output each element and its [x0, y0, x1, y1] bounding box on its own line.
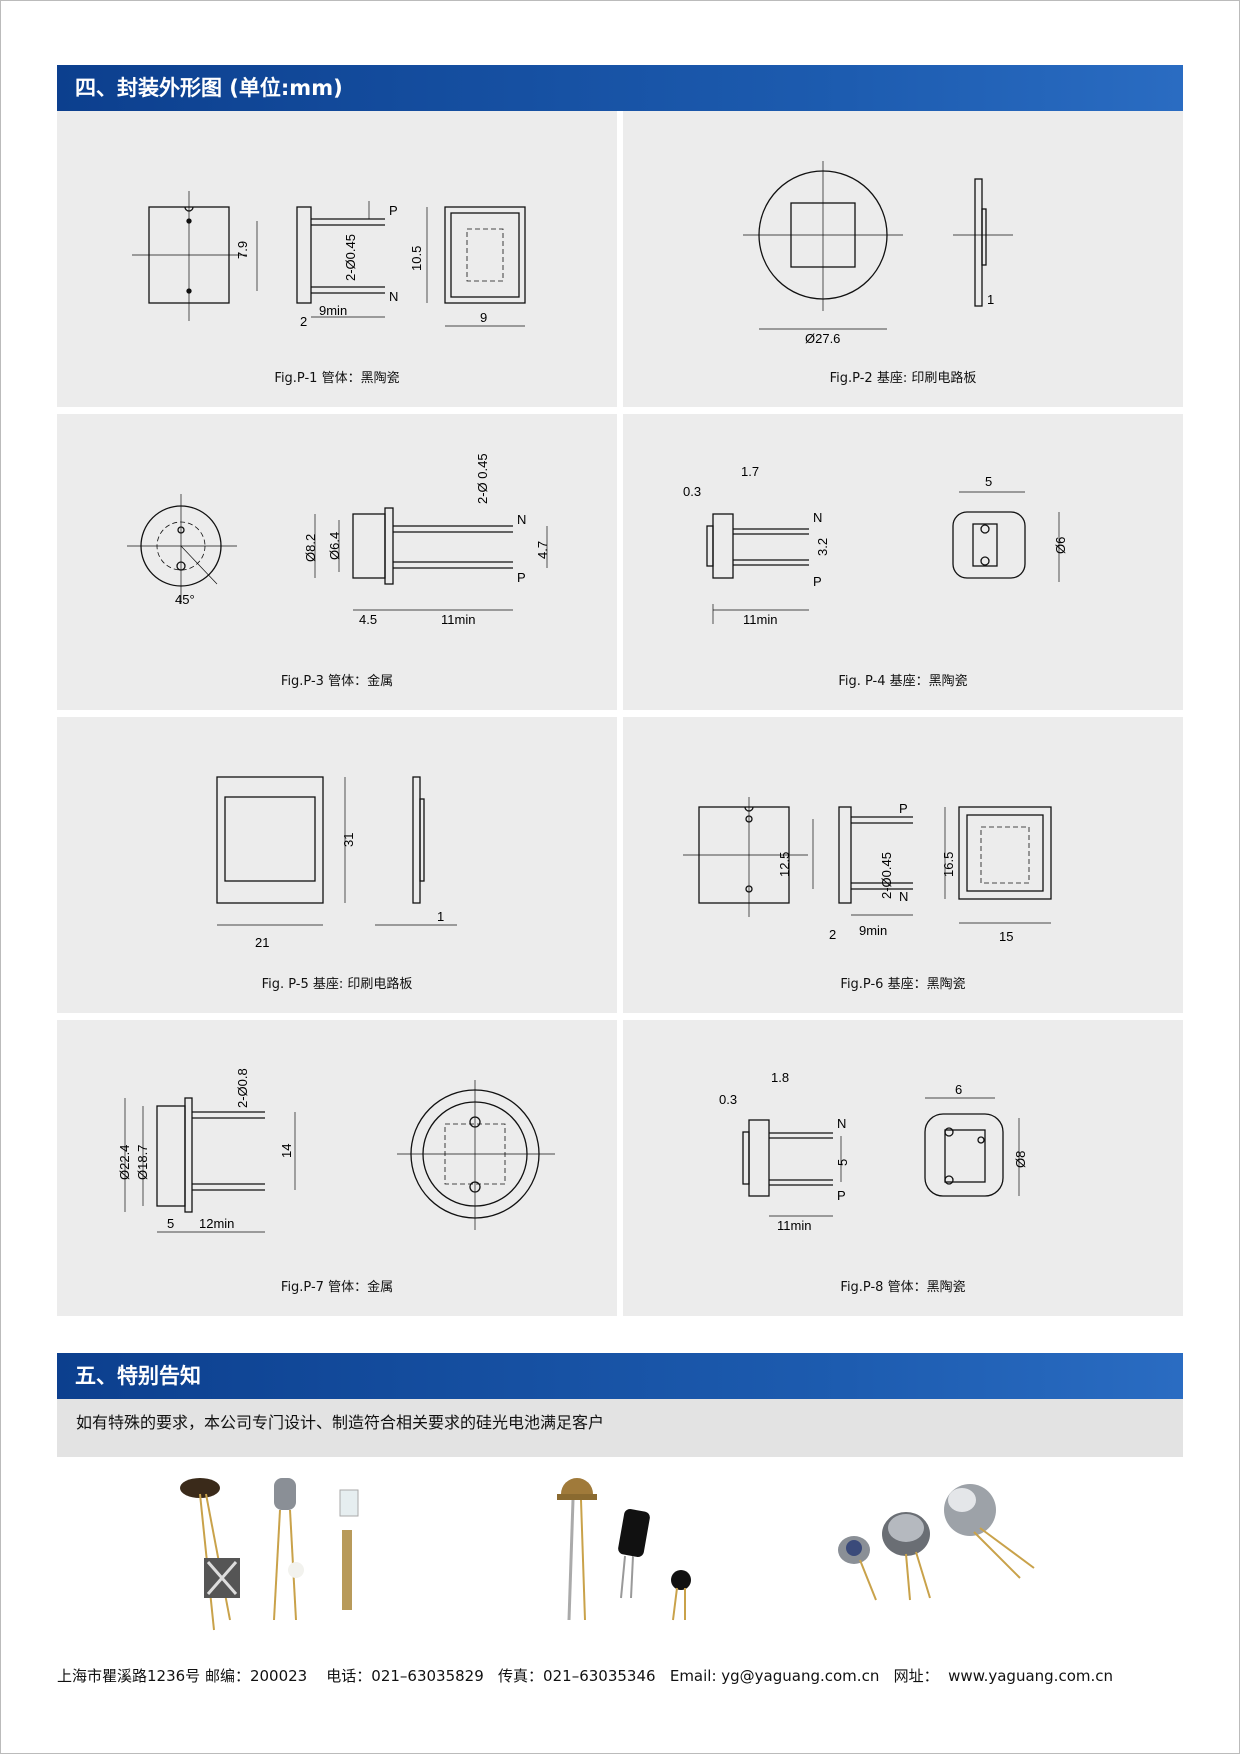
label-p: P: [837, 1188, 846, 1203]
notice-text: 如有特殊的要求，本公司专门设计、制造符合相关要求的硅光电池满足客户: [57, 1399, 1183, 1457]
drawing-grid: 7.9 2-Ø0.45 10.5 9min 2 9 P N Fig.P-1 管体…: [57, 111, 1183, 1316]
figure-caption: Fig.P-2 基座: 印刷电路板: [829, 371, 977, 386]
dim-d1: Ø8.2: [303, 534, 318, 562]
figure-p2: Ø27.6 1 Fig.P-2 基座: 印刷电路板: [623, 111, 1183, 407]
dim-dia: Ø27.6: [805, 331, 840, 346]
dim-d2: Ø6.4: [327, 532, 342, 560]
figure-caption: Fig. P-4 基座：黑陶瓷: [838, 674, 968, 689]
dim-pitch: 3.2: [815, 538, 830, 556]
dim-pitch: 14: [279, 1144, 294, 1158]
figure-p1: 7.9 2-Ø0.45 10.5 9min 2 9 P N Fig.P-1 管体…: [57, 111, 617, 407]
dim-w: 5: [985, 474, 992, 489]
label-p: P: [813, 574, 822, 589]
figure-p4: 0.3 1.7 3.2 11min 5 Ø6 N P Fig. P-4 基座：黑…: [623, 414, 1183, 710]
photo-group-1: [180, 1478, 359, 1631]
footer-contact: 上海市瞿溪路1236号 邮编：200023 电话：021–63035829 传真…: [57, 1667, 1114, 1685]
dim-pin-len: 11min: [743, 612, 777, 627]
dim-a: 0.3: [683, 484, 701, 499]
dim-d1: Ø22.4: [117, 1145, 132, 1180]
label-n: N: [899, 889, 908, 904]
dim-pin-len: 11min: [777, 1218, 811, 1233]
section-title: 五、特别告知: [75, 1364, 201, 1388]
dim-t: 1: [437, 909, 444, 924]
figure-caption: Fig.P-1 管体：黑陶瓷: [274, 371, 400, 386]
dim-w: 6: [955, 1082, 962, 1097]
dim-pin-dia: 2-Ø 0.45: [475, 453, 490, 504]
dim-pitch: 4.7: [535, 541, 550, 559]
figure-p8: 0.3 1.8 5 11min 6 Ø8 N P Fig.P-8 管体：黑陶瓷: [623, 1020, 1183, 1316]
dim-b: 1.7: [741, 464, 759, 479]
figure-caption: Fig.P-8 管体：黑陶瓷: [840, 1280, 966, 1295]
dim-d: Ø8: [1013, 1151, 1028, 1168]
dim-a: 0.3: [719, 1092, 737, 1107]
figure-p6: 12.5 2-Ø0.45 16.5 2 9min 15 P N Fig.P-6 …: [623, 717, 1183, 1013]
figure-caption: Fig. P-5 基座: 印刷电路板: [261, 977, 413, 992]
label-n: N: [837, 1116, 846, 1131]
dim-w: 15: [999, 929, 1013, 944]
section-title: 四、封装外形图 (单位:mm): [75, 76, 343, 100]
figure-p3: 45° Ø8.2 Ø6.4 2-Ø 0.45 4.7 4.5 11min N P…: [57, 414, 617, 710]
dim-h: 5: [167, 1216, 174, 1231]
section-header-package-drawings: 四、封装外形图 (单位:mm): [57, 65, 1183, 111]
dim-pin-dia: 2-Ø0.45: [879, 852, 894, 899]
figure-caption: Fig.P-6 基座：黑陶瓷: [840, 977, 966, 992]
photo-group-2: [557, 1478, 691, 1621]
figure-caption: Fig.P-3 管体：金属: [280, 674, 394, 689]
dim-w: 21: [255, 935, 269, 950]
dim-pin-len: 9min: [859, 923, 887, 938]
figure-p7: 2-Ø0.8 Ø22.4 Ø18.7 14 5 12min Fig.P-7 管体…: [57, 1020, 617, 1316]
label-p: P: [517, 570, 526, 585]
label-n: N: [517, 512, 526, 527]
section-header-notice: 五、特别告知: [57, 1353, 1183, 1399]
dim-pin-len: 11min: [441, 612, 475, 627]
dim-h: 12.5: [777, 852, 792, 877]
dim-h: 31: [341, 833, 356, 847]
figure-caption: Fig.P-7 管体：金属: [280, 1280, 394, 1295]
dim-h: 4.5: [359, 612, 377, 627]
dim-angle: 45°: [175, 592, 195, 607]
dim-d2: Ø18.7: [135, 1145, 150, 1180]
dim-b: 1.8: [771, 1070, 789, 1085]
dim-pin-len: 12min: [199, 1216, 234, 1231]
label-n: N: [813, 510, 822, 525]
photo-group-3: [838, 1484, 1035, 1601]
dim-pin-dia: 2-Ø0.8: [235, 1068, 250, 1108]
dim-t: 2: [829, 927, 836, 942]
dim-thick: 1: [987, 292, 994, 307]
dim-d: Ø6: [1053, 537, 1068, 554]
label-p: P: [899, 801, 908, 816]
figure-p5: 31 21 1 Fig. P-5 基座: 印刷电路板: [57, 717, 617, 1013]
dim-body: 16.5: [941, 852, 956, 877]
dim-pitch: 5: [835, 1159, 850, 1166]
